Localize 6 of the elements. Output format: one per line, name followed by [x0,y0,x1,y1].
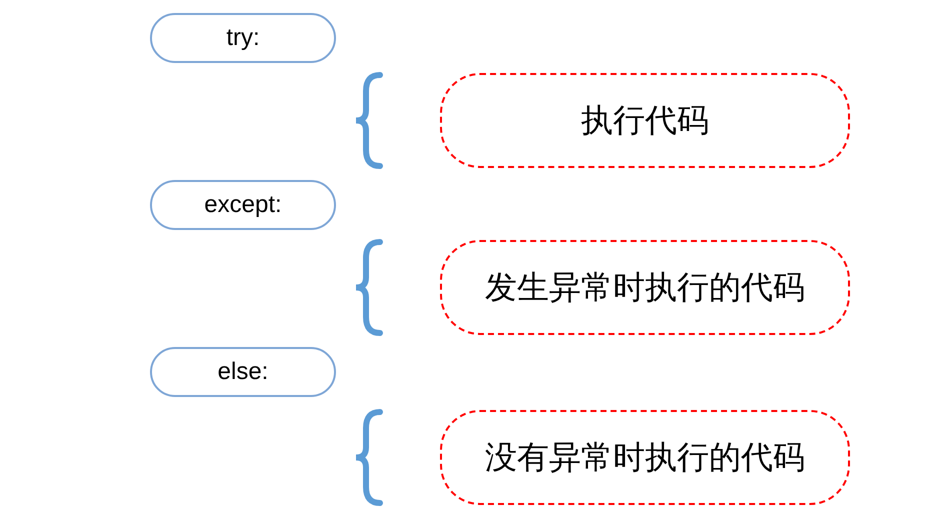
keyword-box: try: [150,13,336,63]
code-block-box: 发生异常时执行的代码 [440,240,850,335]
code-block-box: 没有异常时执行的代码 [440,410,850,505]
keyword-box: except: [150,180,336,230]
code-block-box: 执行代码 [440,73,850,168]
keyword-box: else: [150,347,336,397]
